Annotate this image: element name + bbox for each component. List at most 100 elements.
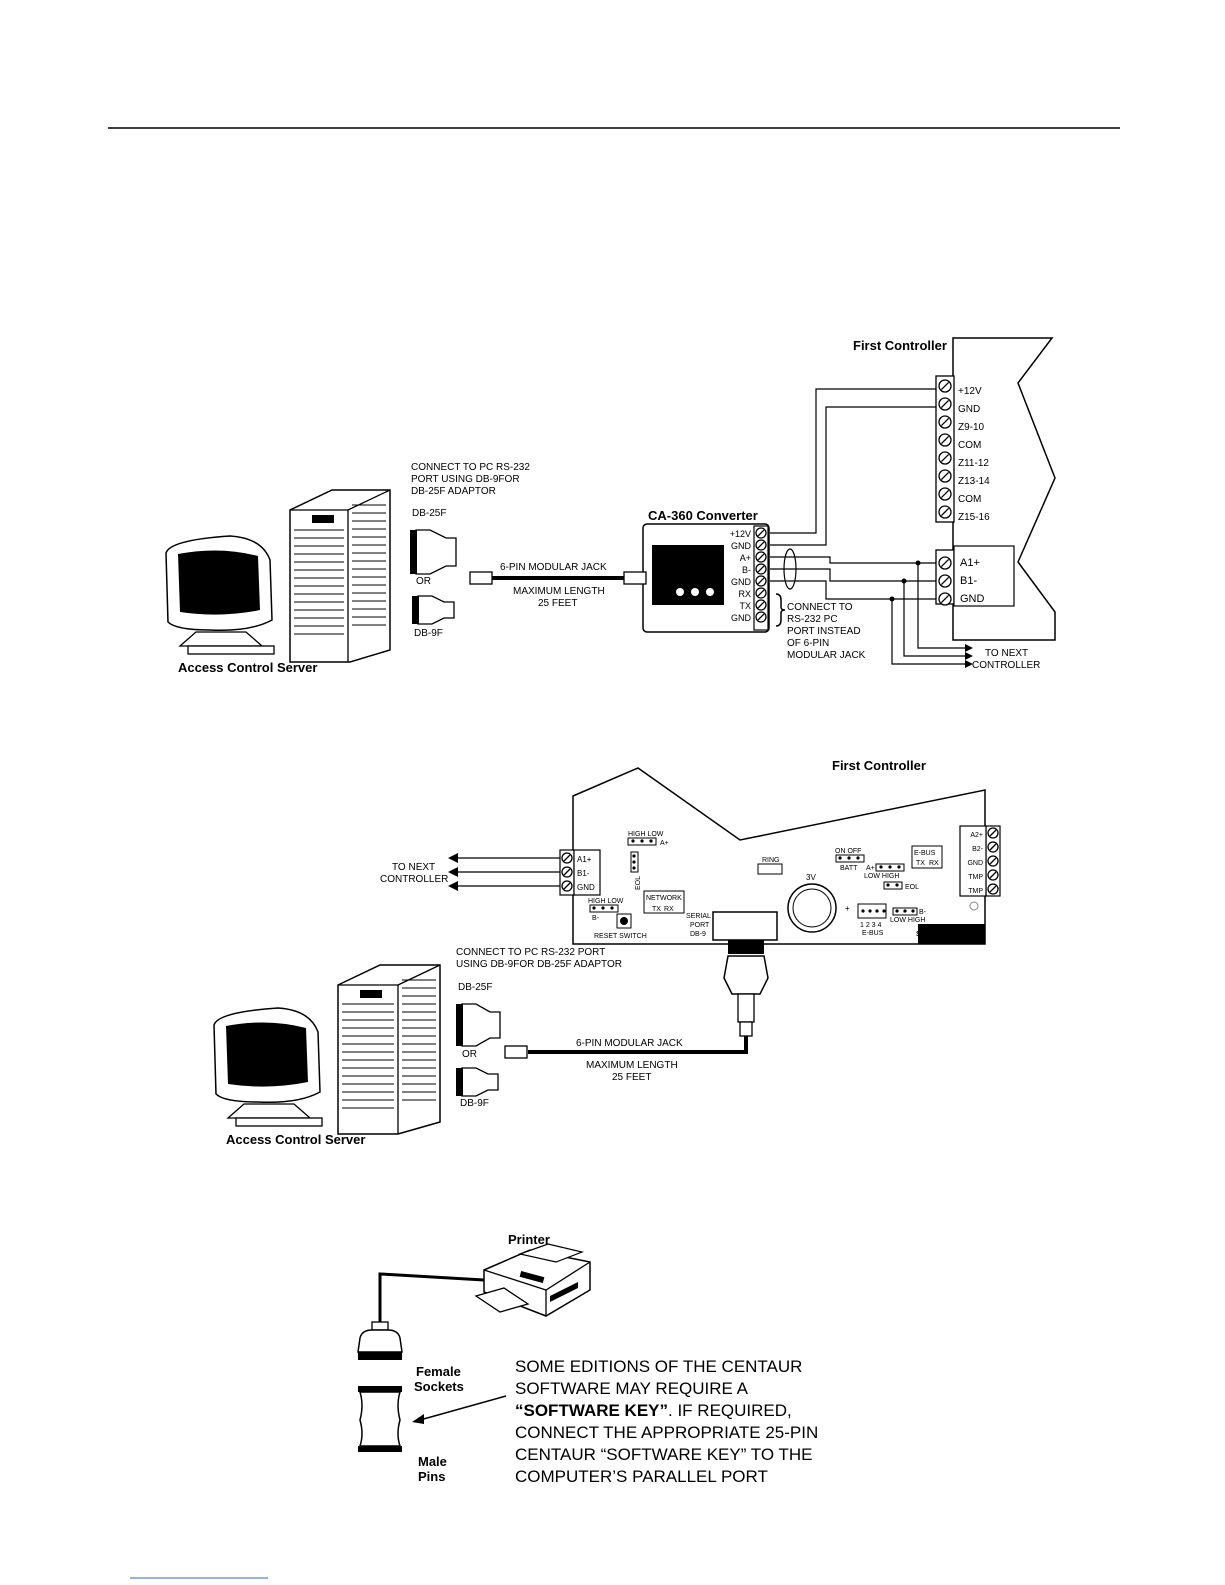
jumper-label: HIGH LOW — [588, 898, 624, 905]
terminal-screw — [938, 556, 952, 570]
serial-port-label: SERIAL — [686, 913, 711, 920]
max-length-label-2: MAXIMUM LENGTH — [586, 1060, 678, 1071]
bus-terminal-label: B1- — [577, 869, 590, 878]
terminal-screw — [755, 587, 767, 599]
jumper-pin — [868, 909, 872, 913]
ctrl-terminal-label: GND — [958, 404, 980, 415]
converter-terminal-label: TX — [739, 601, 751, 611]
jumper-label: B- — [919, 909, 927, 916]
terminal-screw — [987, 827, 999, 839]
terminal-screw — [755, 563, 767, 575]
ebus-pins: 1 2 3 4 — [860, 922, 882, 929]
battery-label: 3V — [806, 873, 816, 882]
server-label-2: Access Control Server — [226, 1132, 365, 1147]
right-terminal-label: GND — [967, 860, 983, 867]
converter-terminal-label: GND — [731, 577, 752, 587]
software-key-note: COMPUTER’S PARALLEL PORT — [515, 1467, 768, 1486]
software-key-emphasis: “SOFTWARE KEY” — [515, 1401, 668, 1420]
or-label-2: OR — [462, 1049, 477, 1060]
connect-rs232-note: PORT INSTEAD — [787, 626, 861, 637]
access-control-server-2 — [213, 964, 441, 1135]
jumper-pin — [888, 865, 892, 869]
terminal-screw — [561, 852, 573, 864]
jumper-pin — [895, 883, 899, 887]
jumper-pin — [879, 865, 883, 869]
ebus-tx-label: TX — [916, 860, 925, 867]
ctrl-terminal-label: Z15-16 — [958, 512, 990, 523]
jumper-label: B- — [592, 915, 600, 922]
jumper-label: LOW HIGH — [864, 873, 899, 880]
printer-cable-connector — [357, 1329, 403, 1353]
converter-terminal-label: +12V — [730, 529, 751, 539]
to-next-controller-label: CONTROLLER — [972, 660, 1040, 671]
rs232-brace — [775, 593, 786, 627]
bus-terminal-label-box — [953, 545, 1015, 607]
jumper-pin — [856, 856, 860, 860]
serial-connector — [723, 955, 769, 995]
battery-3v — [787, 883, 837, 933]
printer-icon — [474, 1243, 591, 1317]
software-key — [358, 1391, 402, 1447]
power-wire-12v — [770, 388, 936, 534]
jack-label: 6-PIN MODULAR JACK — [500, 562, 607, 573]
jumper-pin — [875, 909, 879, 913]
connect-pc-note: PORT USING DB-9FOR — [411, 474, 520, 485]
server-label: Access Control Server — [178, 660, 317, 675]
diagram-3-software-key: Printer Female Sockets Male Pins SOME ED… — [357, 1232, 818, 1486]
converter-title: CA-360 Converter — [648, 508, 758, 523]
ctrl-terminal-label: Z11-12 — [958, 458, 989, 469]
jumper-pin — [882, 909, 886, 913]
connect-rs232-note: RS-232 PC — [787, 614, 838, 625]
db25-label: DB-25F — [412, 508, 446, 519]
terminal-screw — [987, 841, 999, 853]
to-next-controller-label: TO NEXT — [985, 648, 1028, 659]
ctrl-terminal-label: COM — [958, 494, 981, 505]
connect-rs232-note: OF 6-PIN — [787, 638, 829, 649]
right-terminal-label: TMP — [968, 874, 983, 881]
max-length-label-2: 25 FEET — [612, 1072, 651, 1083]
power-wire-gnd — [770, 406, 936, 546]
ctrl-terminal-label: +12V — [958, 386, 982, 397]
printer-cable — [378, 1272, 485, 1322]
bus-terminal-label: GND — [960, 593, 985, 605]
terminal-screw — [938, 574, 952, 588]
terminal-screw — [755, 611, 767, 623]
printer-label: Printer — [508, 1232, 550, 1247]
terminal-screw — [755, 551, 767, 563]
software-key-note: “SOFTWARE KEY”. IF REQUIRED, — [515, 1401, 792, 1420]
modular-cable-2 — [528, 1036, 748, 1054]
batt-jumper-label: ON OFF — [835, 848, 861, 855]
battery-plus: + — [845, 904, 850, 913]
serial-number-plate — [918, 924, 985, 944]
right-terminal-label: B2- — [972, 846, 984, 853]
terminal-screw — [755, 575, 767, 587]
first-controller-label: First Controller — [853, 338, 947, 353]
terminal-screw — [938, 487, 952, 501]
ring-label: RING — [762, 857, 780, 864]
connect-pc-note-2: CONNECT TO PC RS-232 PORT — [456, 947, 605, 958]
terminal-screw — [938, 415, 952, 429]
jumper-label: A+ — [660, 840, 669, 847]
jumper-pin — [886, 883, 890, 887]
terminal-screw — [938, 592, 952, 606]
or-label: OR — [416, 576, 431, 587]
jumper-pin — [861, 909, 865, 913]
diagram-2-serial-connection: First Controller S/N A1+ B1- GND TO NEXT… — [213, 758, 1001, 1147]
jumper-pin — [632, 860, 636, 864]
terminal-screw — [561, 866, 573, 878]
first-controller-label-2: First Controller — [832, 758, 926, 773]
jumper-pin — [847, 856, 851, 860]
db25-adaptor-2 — [461, 1003, 501, 1047]
software-key-bottom — [358, 1446, 402, 1452]
converter-terminal-label: RX — [738, 589, 751, 599]
ctrl-terminal-label: Z13-14 — [958, 476, 990, 487]
terminal-screw — [938, 451, 952, 465]
converter-terminal-label: A+ — [740, 553, 751, 563]
terminal-screw — [938, 505, 952, 519]
max-length-label: MAXIMUM LENGTH — [513, 586, 605, 597]
access-control-server-1 — [165, 489, 391, 663]
ebus-label: E-BUS — [914, 850, 936, 857]
converter-terminal-label: B- — [742, 565, 751, 575]
connect-pc-note: CONNECT TO PC RS-232 — [411, 462, 530, 473]
jumper-pin — [649, 839, 653, 843]
